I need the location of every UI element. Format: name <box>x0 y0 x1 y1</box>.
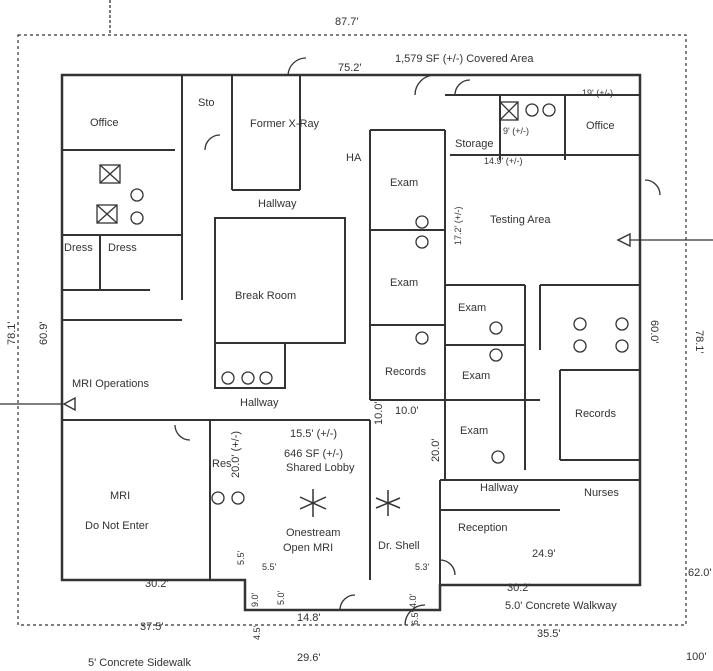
dim-right-inner: 60.0' <box>648 320 660 344</box>
dim-53: 5.3' <box>415 562 430 572</box>
room-res: Res <box>212 458 232 470</box>
dim-right-overall: 78.1' <box>693 330 705 354</box>
dim-left-inner: 60.9' <box>38 321 50 345</box>
dim-55b: 5.5' <box>262 562 277 572</box>
dim-bottom-center: 14.8' <box>297 612 321 624</box>
room-testing-area: Testing Area <box>490 214 551 226</box>
fixture-x-box-2 <box>96 204 118 224</box>
room-exam-1: Exam <box>390 177 419 189</box>
dim-bottom-right-outer: 35.5' <box>537 628 561 640</box>
building-outline <box>60 73 642 612</box>
dim-bottom-left-outer: 37.5' <box>140 621 164 633</box>
room-ha: HA <box>346 152 362 164</box>
dim-right-bottom: 62.0' <box>688 567 712 579</box>
dim-right-corner: 100' <box>686 651 707 663</box>
plant-symbol-2 <box>375 490 401 516</box>
dim-left-overall: 78.1' <box>6 321 18 345</box>
room-hallway-right: Hallway <box>480 482 519 494</box>
plant-symbol-1 <box>299 489 327 517</box>
dim-50: 5.0' <box>276 590 286 605</box>
room-nurses: Nurses <box>584 487 619 499</box>
room-office-left: Office <box>90 117 119 129</box>
room-dr-shell: Dr. Shell <box>378 540 420 552</box>
dim-center-small: 10.0' <box>395 405 419 417</box>
room-hallway-mid: Hallway <box>240 397 279 409</box>
dim-testing: 17.2' (+/-) <box>453 206 463 245</box>
room-records-right: Records <box>575 408 616 420</box>
room-exam-3: Exam <box>458 302 487 314</box>
room-sto: Sto <box>198 97 215 109</box>
room-storage: Storage <box>455 138 494 150</box>
fixture-x-box-3 <box>499 101 519 121</box>
dim-sr: 20.0' (+/-) <box>230 430 242 478</box>
room-open-mri: Open MRI <box>283 542 334 554</box>
dim-6: 6.5' <box>410 610 420 625</box>
dim-20: 20.0' <box>430 438 442 462</box>
dim-90: 9.0' <box>250 592 260 607</box>
covered-area-label: 1,579 SF (+/-) Covered Area <box>395 53 534 65</box>
room-do-not-enter: Do Not Enter <box>85 520 149 532</box>
dim-40: 4.0' <box>408 593 418 608</box>
dim-45: 4.5' <box>252 625 262 640</box>
room-mri: MRI <box>110 490 131 502</box>
dim-storage: 9' (+/-) <box>503 126 529 136</box>
room-dress-1: Dress <box>64 242 93 254</box>
dim-24: 24.9' <box>532 548 556 560</box>
room-former-xray: Former X-Ray <box>250 118 320 130</box>
room-mri-operations: MRI Operations <box>72 378 150 390</box>
room-onestream: Onestream <box>286 527 341 539</box>
room-records-left: Records <box>385 366 426 378</box>
room-dress-2: Dress <box>108 242 137 254</box>
fixture-x-box-1 <box>99 164 121 184</box>
room-exam-5: Exam <box>460 425 489 437</box>
dim-bottom-right-inner: 30.2' <box>507 582 531 594</box>
room-exam-4: Exam <box>462 370 491 382</box>
dim-10: 10.0' <box>373 401 385 425</box>
covered-area-boundary <box>17 34 687 626</box>
label-concrete-sidewalk: 5' Concrete Sidewalk <box>88 657 191 669</box>
dim-bottom-center-outer: 29.6' <box>297 652 321 664</box>
dim-55: 5.5' <box>236 550 246 565</box>
dim-top-overall: 87.7' <box>335 16 359 28</box>
dim-office-right: 19' (+/-) <box>582 88 613 98</box>
room-hallway-top: Hallway <box>258 198 297 210</box>
room-office-right: Office <box>586 120 615 132</box>
room-break-room: Break Room <box>235 290 297 302</box>
dim-top-inner: 75.2' <box>338 62 362 74</box>
room-reception: Reception <box>458 522 508 534</box>
lobby-dim: 15.5' (+/-) <box>290 428 338 440</box>
dim-bottom-left: 30.2' <box>145 578 169 590</box>
room-shared-lobby: Shared Lobby <box>286 462 355 474</box>
dim-storage2: 14.9' (+/-) <box>484 156 523 166</box>
lobby-area: 646 SF (+/-) <box>284 448 343 460</box>
room-exam-2: Exam <box>390 277 419 289</box>
label-concrete-walkway: 5.0' Concrete Walkway <box>505 600 617 612</box>
